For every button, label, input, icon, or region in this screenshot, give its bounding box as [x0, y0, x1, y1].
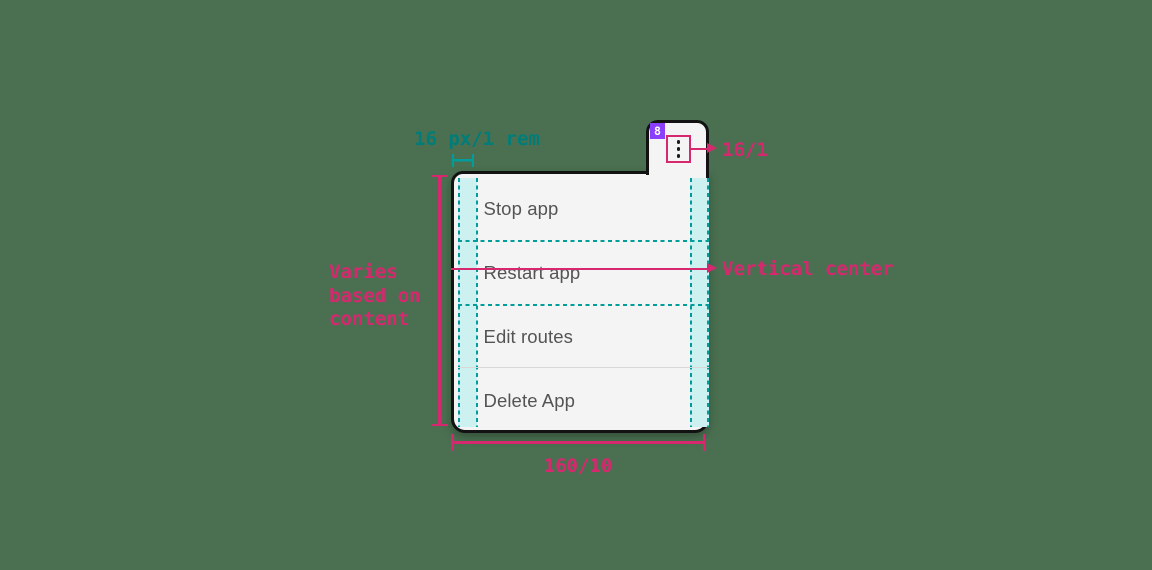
menu-item-label: Delete App: [483, 389, 576, 411]
menu-item-list: Stop app Restart app Edit routes Delete …: [458, 178, 709, 433]
padding-dash-line: [457, 177, 460, 427]
menu-item-label: Edit routes: [483, 325, 574, 347]
height-measure-tick-top: [430, 174, 448, 177]
menu-item-stop-app[interactable]: Stop app: [458, 178, 709, 242]
right-arrow-icon: [707, 263, 717, 274]
menu-item-restart-app[interactable]: Restart app: [458, 241, 709, 305]
padding-highlight-right: [689, 177, 709, 427]
padding-size-label: 16 px/1 rem: [414, 128, 540, 150]
menu-divider: [457, 366, 709, 369]
padding-highlight-left: [457, 177, 477, 427]
menu-item-label: Stop app: [483, 198, 559, 220]
width-measure-cap-right: [702, 434, 705, 451]
width-measure-line: [451, 441, 705, 444]
kebab-dot: [676, 147, 681, 151]
vertical-center-label: Vertical center: [722, 258, 894, 280]
overflow-menu: Stop app Restart app Edit routes Delete …: [451, 171, 709, 433]
overflow-menu-kebab-icon[interactable]: [676, 140, 681, 158]
height-measure-line: [438, 176, 441, 425]
row-boundary-dash-line: [457, 240, 709, 242]
padding-dash-line: [706, 177, 709, 427]
menu-item-delete-app[interactable]: Delete App: [458, 369, 709, 433]
trigger-size-label: 16/1: [722, 139, 768, 161]
padding-dash-line: [689, 177, 692, 427]
vertical-center-line: [451, 267, 708, 270]
width-size-label: 160/10: [543, 455, 613, 477]
annotation-number-badge: 8: [650, 123, 665, 139]
trigger-annotation-line: [691, 147, 707, 150]
height-varies-label: Varies based on content: [329, 261, 421, 330]
menu-item-edit-routes[interactable]: Edit routes: [458, 305, 709, 369]
kebab-dot: [676, 154, 681, 158]
padding-measure-bracket: [451, 154, 474, 167]
kebab-dot: [676, 140, 681, 144]
width-measure-cap-left: [451, 434, 454, 451]
height-measure-tick-bottom: [430, 423, 448, 426]
menu-item-label: Restart app: [483, 262, 581, 284]
row-boundary-dash-line: [457, 304, 709, 306]
right-arrow-icon: [707, 143, 717, 154]
padding-dash-line: [475, 177, 478, 427]
kebab-highlight-box: [666, 135, 691, 163]
